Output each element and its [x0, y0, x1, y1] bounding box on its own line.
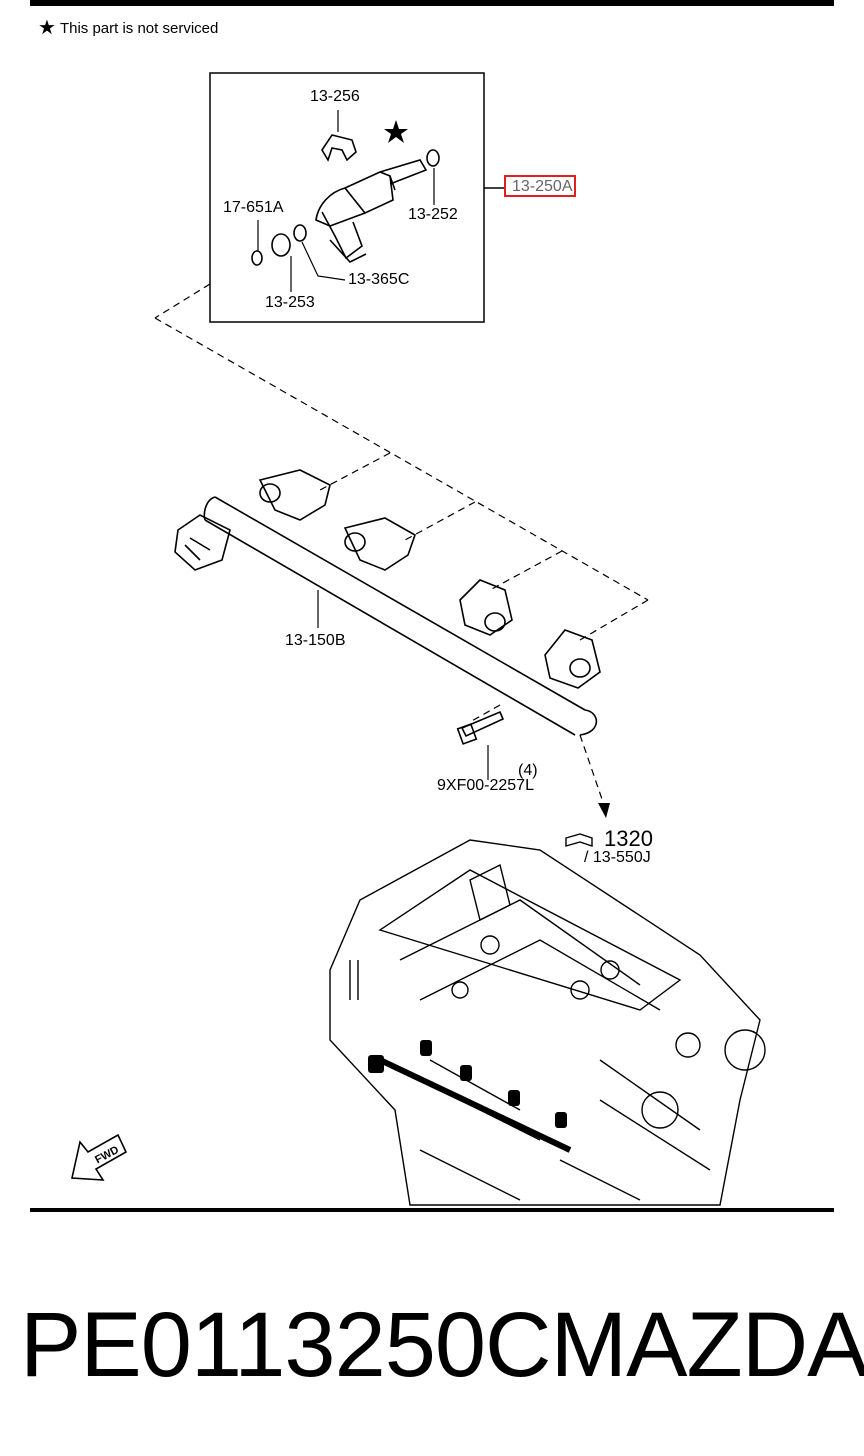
label-13-253: 13-253 — [265, 294, 315, 311]
label-13-150B: 13-150B — [285, 632, 346, 649]
label-13-256: 13-256 — [310, 88, 360, 105]
label-1320: 1320 — [604, 826, 653, 851]
part-number: PE0113250C — [20, 1293, 551, 1396]
label-13-550J: / 13-550J — [584, 849, 651, 866]
label-13-252: 13-252 — [408, 206, 458, 223]
top-rule — [30, 0, 834, 6]
footer: PE0113250C MAZDA — [20, 1290, 864, 1400]
note-text: This part is not serviced — [59, 19, 219, 37]
parts-diagram: FWD — [71, 72, 766, 1206]
brand-name: MAZDA — [550, 1293, 864, 1396]
star-icon: ★ — [38, 17, 56, 39]
not-serviced-note: ★ This part is not serviced — [38, 18, 218, 38]
fuel-rail — [174, 469, 601, 780]
label-13-365C: 13-365C — [348, 271, 410, 288]
label-qty: (4) — [518, 762, 538, 779]
engine-injectors — [368, 1040, 567, 1128]
injector-detail-box — [209, 72, 485, 323]
fwd-arrow-icon — [71, 1133, 128, 1181]
dashed-guides — [154, 283, 649, 806]
ref-book-icon — [565, 833, 593, 847]
label-17-651A: 17-651A — [223, 199, 284, 216]
label-13-250A-highlight: 13-250A — [504, 175, 576, 197]
label-13-250A: 13-250A — [512, 178, 573, 195]
bottom-rule — [30, 1208, 834, 1212]
injector-drawing — [251, 110, 440, 292]
engine-fuel-rail — [378, 1057, 572, 1153]
label-9XF00-2257L: 9XF00-2257L — [437, 777, 534, 794]
arrow-head — [598, 803, 610, 818]
engine-drawing — [329, 839, 766, 1206]
